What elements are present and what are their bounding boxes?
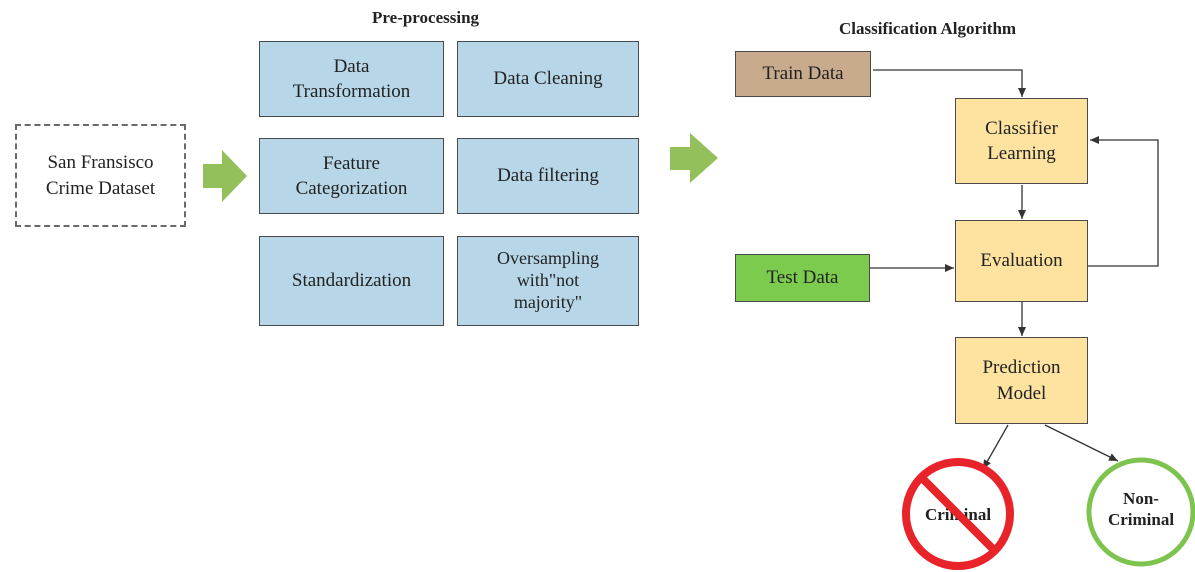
big-arrow-to-classification-icon bbox=[670, 133, 718, 183]
preprocessing-step-data-transformation: Data Transformation bbox=[259, 41, 444, 117]
preprocessing-step-data-cleaning: Data Cleaning bbox=[457, 41, 639, 117]
preprocessing-step-feature-categorization: Feature Categorization bbox=[259, 138, 444, 214]
evaluation-box: Evaluation bbox=[955, 220, 1088, 302]
prediction-to-criminal-connector bbox=[982, 424, 1009, 470]
preprocessing-title: Pre-processing bbox=[372, 8, 480, 27]
non-criminal-ring-icon bbox=[1086, 457, 1195, 567]
train-to-classifier-connector bbox=[873, 69, 1026, 97]
prediction-model-box: Prediction Model bbox=[955, 337, 1088, 424]
criminal-label: Criminal bbox=[924, 505, 992, 524]
preprocessing-step-standardization: Standardization bbox=[259, 236, 444, 326]
big-arrow-to-preprocessing-icon bbox=[203, 150, 247, 202]
test-data-box: Test Data bbox=[735, 254, 870, 302]
evaluation-feedback-connector bbox=[1088, 136, 1159, 267]
preprocessing-step-data-filtering: Data filtering bbox=[457, 138, 639, 214]
criminal-no-sign-icon bbox=[902, 458, 1014, 570]
preprocessing-step-oversampling: Oversampling with"not majority" bbox=[457, 236, 639, 326]
source-dataset-label: San Fransisco Crime Dataset bbox=[45, 152, 156, 199]
prediction-to-noncriminal-connector bbox=[1044, 424, 1119, 462]
non-criminal-label: Non- Criminal bbox=[1107, 489, 1175, 530]
classification-title: Classification Algorithm bbox=[839, 19, 1017, 38]
train-data-box: Train Data bbox=[735, 51, 871, 97]
classifier-learning-box: Classifier Learning bbox=[955, 98, 1088, 184]
source-dataset-box: San Fransisco Crime Dataset bbox=[15, 124, 186, 227]
